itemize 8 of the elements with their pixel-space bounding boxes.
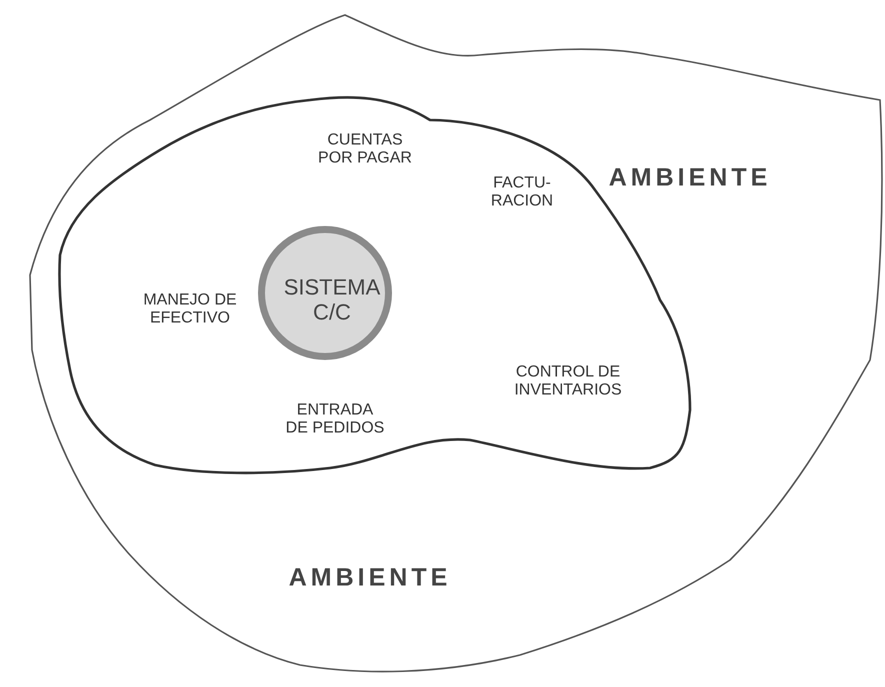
- subsystem-label: ENTRADA DE PEDIDOS: [286, 402, 384, 438]
- region-label: AMBIENTE: [288, 564, 452, 592]
- subsystem-label: MANEJO DE EFECTIVO: [143, 292, 237, 328]
- system-label: SISTEMA C/C: [284, 274, 380, 326]
- region-label: AMBIENTE: [608, 164, 772, 192]
- subsystem-label: CONTROL DE INVENTARIOS: [514, 364, 622, 400]
- subsystem-label: FACTU- RACION: [490, 174, 554, 212]
- subsystem-label: CUENTAS POR PAGAR: [318, 132, 412, 168]
